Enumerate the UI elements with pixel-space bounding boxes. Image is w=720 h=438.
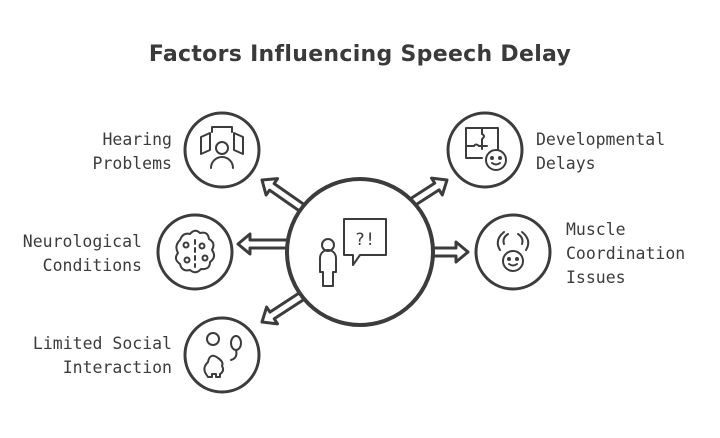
factor-label-developmental: Developmental Delays bbox=[536, 128, 665, 176]
label-line: Issues bbox=[566, 268, 626, 287]
label-line: Neurological bbox=[22, 232, 142, 251]
person-speech-bubble-icon: ?! bbox=[319, 218, 387, 287]
label-line: Coordination bbox=[566, 244, 686, 263]
factor-label-hearing: Hearing Problems bbox=[93, 128, 172, 176]
arrow-to-social bbox=[260, 289, 309, 326]
arrow-to-hearing bbox=[260, 177, 309, 215]
diagram-title: Factors Influencing Speech Delay bbox=[148, 42, 572, 67]
hearing-circle bbox=[183, 111, 261, 189]
social-circle bbox=[183, 316, 261, 394]
label-line: Interaction bbox=[62, 358, 172, 377]
label-line: Conditions bbox=[42, 256, 142, 275]
center-circle bbox=[285, 177, 435, 327]
label-line: Muscle bbox=[566, 220, 626, 239]
developmental-circle bbox=[446, 111, 524, 189]
sad-face-sound-icon bbox=[200, 126, 244, 169]
brain-cells-icon bbox=[174, 229, 216, 274]
bubble-text: ?! bbox=[355, 230, 375, 250]
label-line: Limited Social bbox=[32, 334, 172, 353]
hands-baby-icon bbox=[496, 231, 530, 272]
puzzle-baby-icon bbox=[465, 127, 507, 171]
factor-label-muscle: Muscle Coordination Issues bbox=[566, 218, 685, 290]
child-balloon-icon bbox=[203, 332, 242, 378]
label-line: Delays bbox=[536, 154, 596, 173]
label-line: Hearing bbox=[102, 130, 172, 149]
factor-label-social: Limited Social Interaction bbox=[33, 332, 172, 380]
label-line: Problems bbox=[92, 154, 172, 173]
factor-label-neuro: Neurological Conditions bbox=[23, 230, 142, 278]
label-line: Developmental bbox=[536, 130, 666, 149]
